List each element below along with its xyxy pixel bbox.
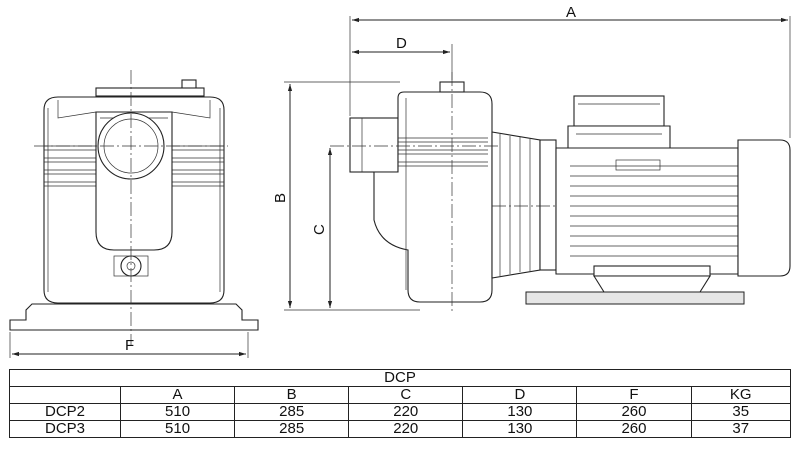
table-cell: 130	[462, 403, 578, 421]
dim-label-d: D	[396, 35, 407, 52]
header-cell: B	[234, 386, 350, 404]
table-cell: 285	[234, 420, 350, 438]
header-cell: A	[119, 386, 236, 404]
table-row: DCP3 510 285 220 130 260 37	[9, 420, 792, 438]
table-title: DCP	[9, 369, 791, 387]
pump-technical-drawing: F	[9, 4, 791, 358]
table-cell: 220	[348, 420, 464, 438]
dim-label-b: B	[272, 193, 289, 203]
table-cell: 220	[348, 403, 464, 421]
header-cell: C	[348, 386, 464, 404]
dim-label-f: F	[125, 337, 134, 354]
table-title-row: DCP	[9, 369, 791, 387]
header-cell	[9, 386, 121, 404]
table-cell: 130	[462, 420, 578, 438]
header-cell: F	[576, 386, 692, 404]
model-cell: DCP2	[9, 403, 121, 421]
table-cell: 260	[576, 420, 692, 438]
table-cell: 37	[690, 420, 792, 438]
model-cell: DCP3	[9, 420, 121, 438]
motor-fins	[570, 165, 738, 257]
front-view: F	[9, 70, 259, 358]
header-cell: D	[462, 386, 578, 404]
table-cell: 510	[119, 420, 236, 438]
specification-table: DCP A B C D F KG DCP2 510 285 220 130 26…	[9, 369, 792, 438]
dim-label-a: A	[566, 4, 576, 21]
table-row: DCP2 510 285 220 130 260 35	[9, 403, 792, 421]
table-cell: 510	[119, 403, 236, 421]
side-view: A D B C	[272, 4, 791, 312]
table-header-row: A B C D F KG	[9, 386, 792, 404]
table-cell: 35	[690, 403, 792, 421]
dim-label-c: C	[311, 224, 328, 235]
table-cell: 260	[576, 403, 692, 421]
table-cell: 285	[234, 403, 350, 421]
header-cell: KG	[690, 386, 792, 404]
